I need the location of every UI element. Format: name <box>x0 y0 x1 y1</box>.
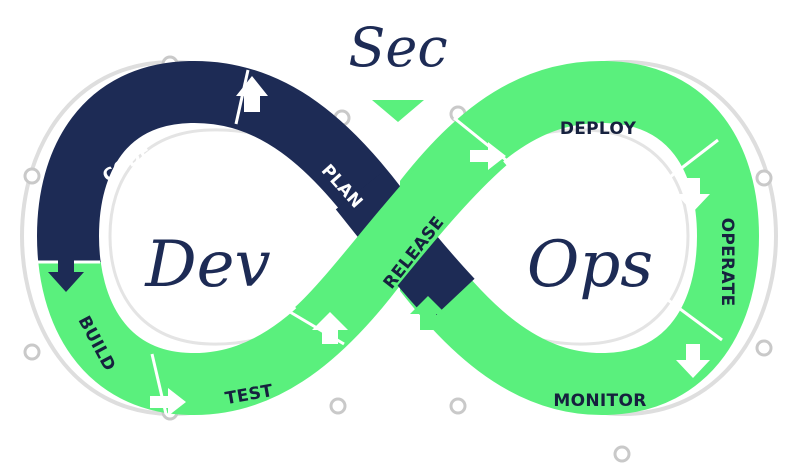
arrow-right-icon <box>470 142 506 170</box>
arrow-down-icon <box>676 178 710 212</box>
track-node <box>613 445 631 463</box>
ops-label: Ops <box>527 228 653 302</box>
track-node <box>23 167 41 185</box>
sec-title: Sec <box>348 16 447 79</box>
ops-band-green <box>400 60 759 416</box>
stage-monitor: MONITOR <box>553 391 646 411</box>
dev-band-navy <box>37 60 429 262</box>
track-node <box>449 397 467 415</box>
release-band <box>294 118 507 353</box>
arrow-right-icon <box>150 388 186 416</box>
track-node <box>23 343 41 361</box>
track-node <box>755 169 773 187</box>
arrow-up-icon <box>236 76 268 112</box>
sec-triangle-icon <box>372 100 424 122</box>
flow-arrows <box>48 76 710 416</box>
stage-deploy: DEPLOY <box>560 119 637 139</box>
stage-operate: OPERATE <box>717 218 737 307</box>
arrow-down-icon <box>676 344 710 378</box>
arrow-up-icon <box>410 296 446 330</box>
track-node <box>329 397 347 415</box>
dev-band-green <box>38 262 400 416</box>
arrow-up-icon <box>312 312 348 344</box>
dev-label: Dev <box>144 228 270 302</box>
track-node <box>755 339 773 357</box>
arrow-down-icon <box>48 256 84 292</box>
